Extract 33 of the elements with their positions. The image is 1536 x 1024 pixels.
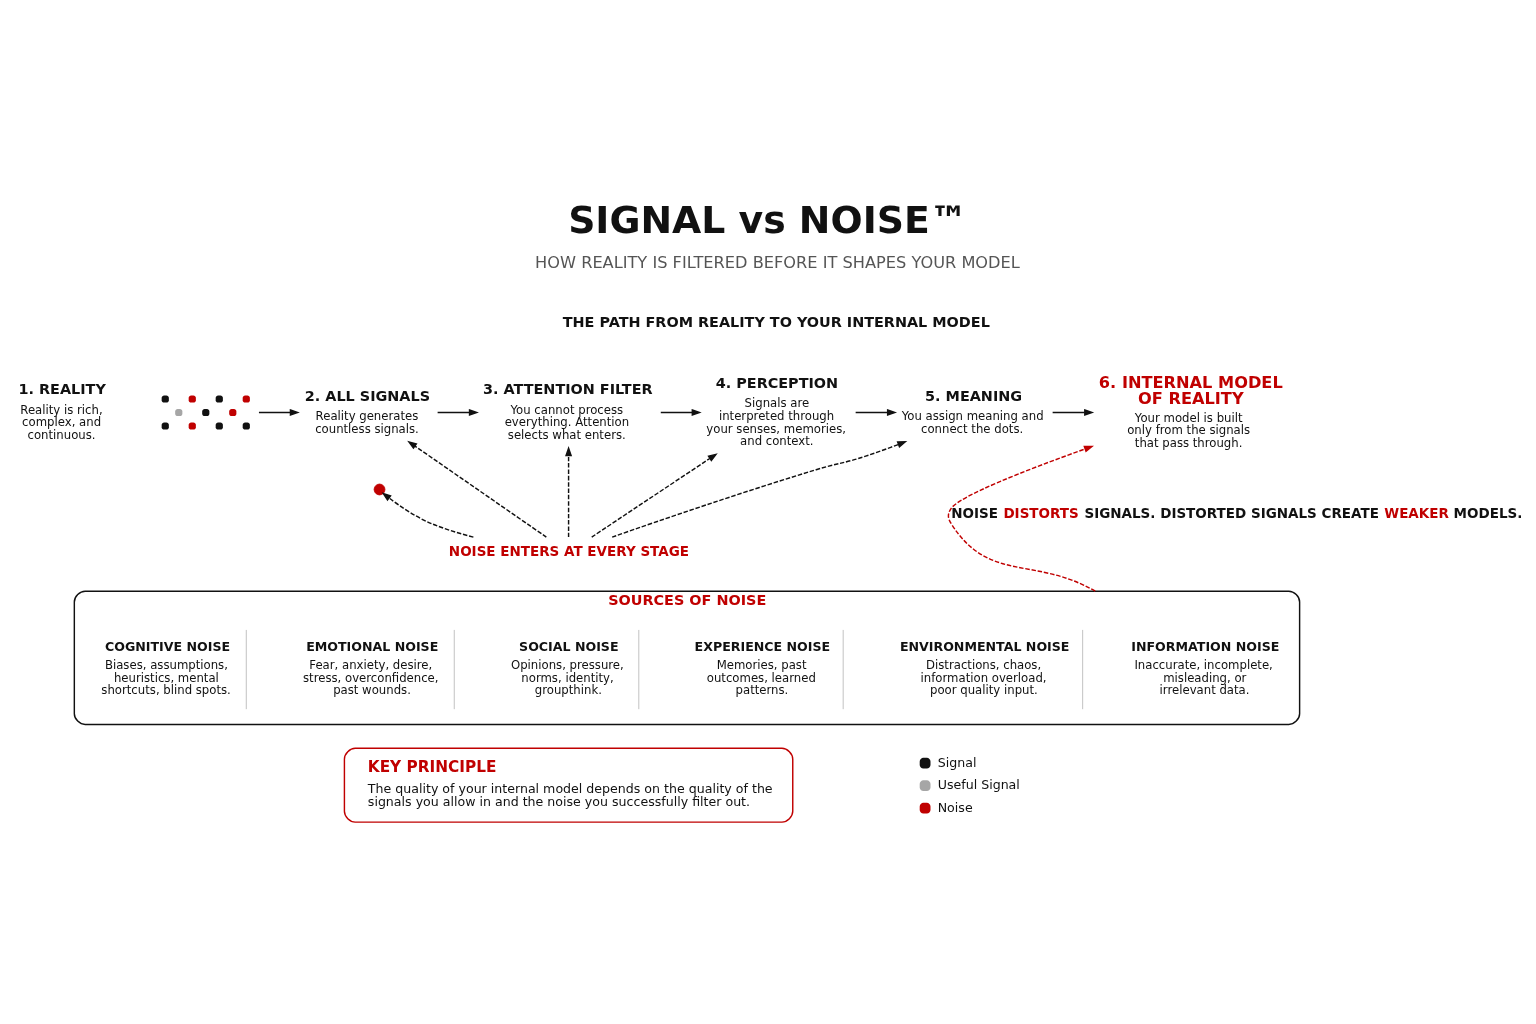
arrow <box>565 446 573 538</box>
node-text: 5. MEANING You assign meaning and connect the dots. <box>901 387 1044 436</box>
arrow <box>611 441 908 538</box>
edge-label: NOISE DISTORTS SIGNALS. DISTORTED SIGNALS CREATE WEAKER MODELS. <box>951 505 1523 522</box>
label: THE PATH FROM REALITY TO YOUR INTERNAL MODEL <box>562 314 990 331</box>
node-circle <box>373 483 386 496</box>
legend-label: Signal <box>937 754 977 770</box>
legend-label: Noise <box>937 799 973 815</box>
arrow <box>258 409 300 417</box>
node-text: ENVIRONMENTAL NOISE Distractions, chaos, information overload, poor quality input. <box>899 638 1070 698</box>
node-text: EMOTIONAL NOISE Fear, anxiety, desire, stress, overconfidence, past wounds. <box>303 638 439 698</box>
arrow <box>947 445 1096 592</box>
node-text: COGNITIVE NOISE Biases, assumptions, heuristics, mental shortcuts, blind spots. <box>101 638 231 698</box>
node-text: 4. PERCEPTION Signals are interpreted through your senses, memories, and context. <box>706 375 846 449</box>
arrow <box>854 409 898 417</box>
node-box: KEY PRINCIPLE The quality of your internal model depends on the quality of the signals you allow in and the noise you successfully filter out. <box>343 747 794 823</box>
arrow <box>591 453 718 538</box>
node-text: 1. REALITY Reality is rich, complex, and continuous. <box>18 381 106 442</box>
legend-label: Useful Signal <box>937 777 1020 793</box>
node-text: 2. ALL SIGNALS Reality generates countless signals. <box>304 387 431 436</box>
arrow <box>436 409 479 417</box>
label: HOW REALITY IS FILTERED BEFORE IT SHAPES YOUR MODEL <box>535 253 1020 273</box>
node-text: SOCIAL NOISE Opinions, pressure, norms, identity, groupthink. <box>510 638 624 698</box>
arrow <box>660 409 702 417</box>
arrow <box>407 440 548 538</box>
node-text: 3. ATTENTION FILTER You cannot process everything. Attention selects what enters. <box>483 381 653 442</box>
node-text: EXPERIENCE NOISE Memories, past outcomes, learned patterns. <box>694 638 831 698</box>
arrow <box>1051 409 1095 417</box>
node-text: 6. INTERNAL MODEL OF REALITY Your model is built only from the signals that pass through. <box>1098 372 1283 451</box>
arrow <box>381 492 475 538</box>
diagram-title: SIGNAL vs NOISE™ <box>568 197 968 242</box>
node-text: INFORMATION NOISE Inaccurate, incomplete, misleading, or irrelevant data. <box>1131 638 1280 698</box>
node-text: NOISE ENTERS AT EVERY STAGE <box>448 543 690 560</box>
